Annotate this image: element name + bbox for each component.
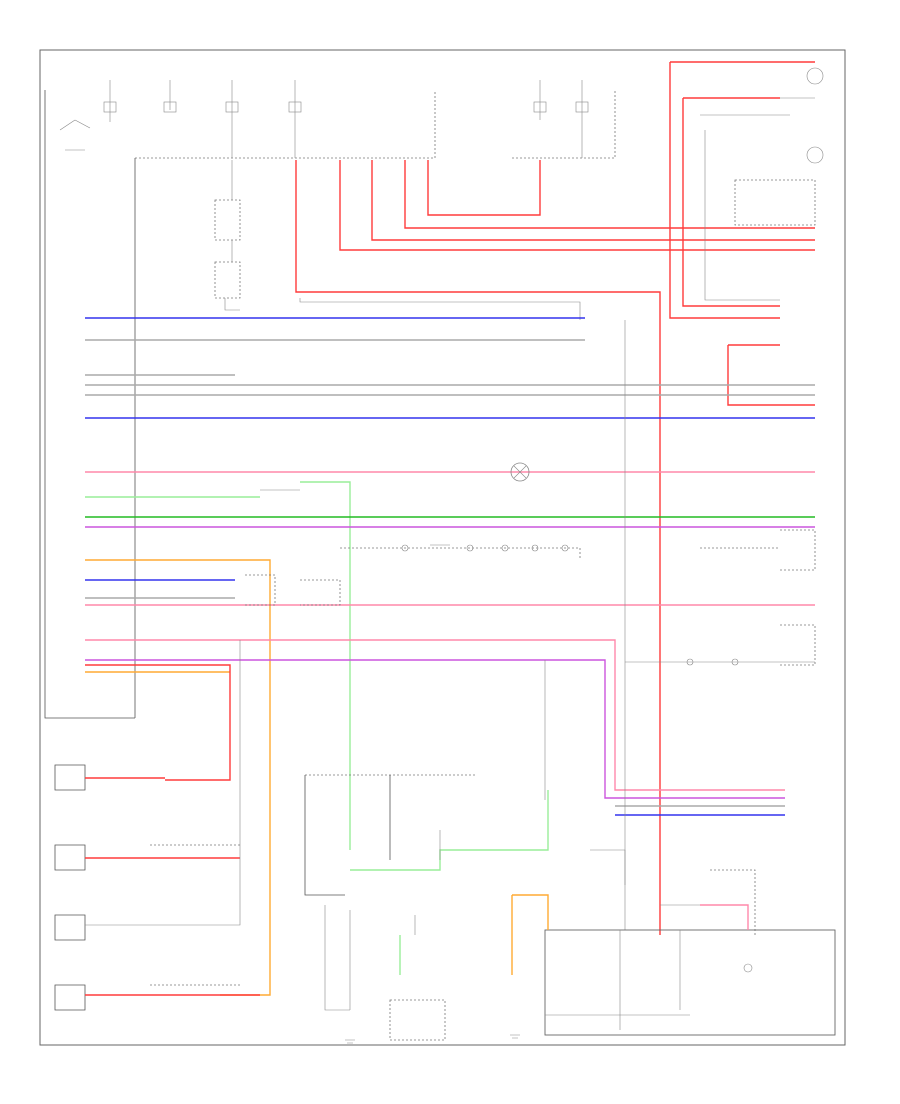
bottom-center-module (304, 774, 549, 1041)
right-side-connectors (544, 529, 816, 800)
lamp-icon (510, 462, 530, 482)
mid-connectors (245, 489, 581, 606)
right-top-components (700, 67, 824, 301)
bottom-left-switches (54, 640, 260, 1011)
diagram-frame (39, 49, 846, 1046)
mid-bus-lines (85, 317, 815, 996)
red-bus-lines (295, 61, 815, 935)
bottom-right-bus (615, 320, 785, 930)
ground-icon (345, 1034, 520, 1044)
top-fuse-block (44, 80, 616, 719)
left-relays (214, 160, 581, 320)
bottom-right-unit (511, 849, 836, 1036)
